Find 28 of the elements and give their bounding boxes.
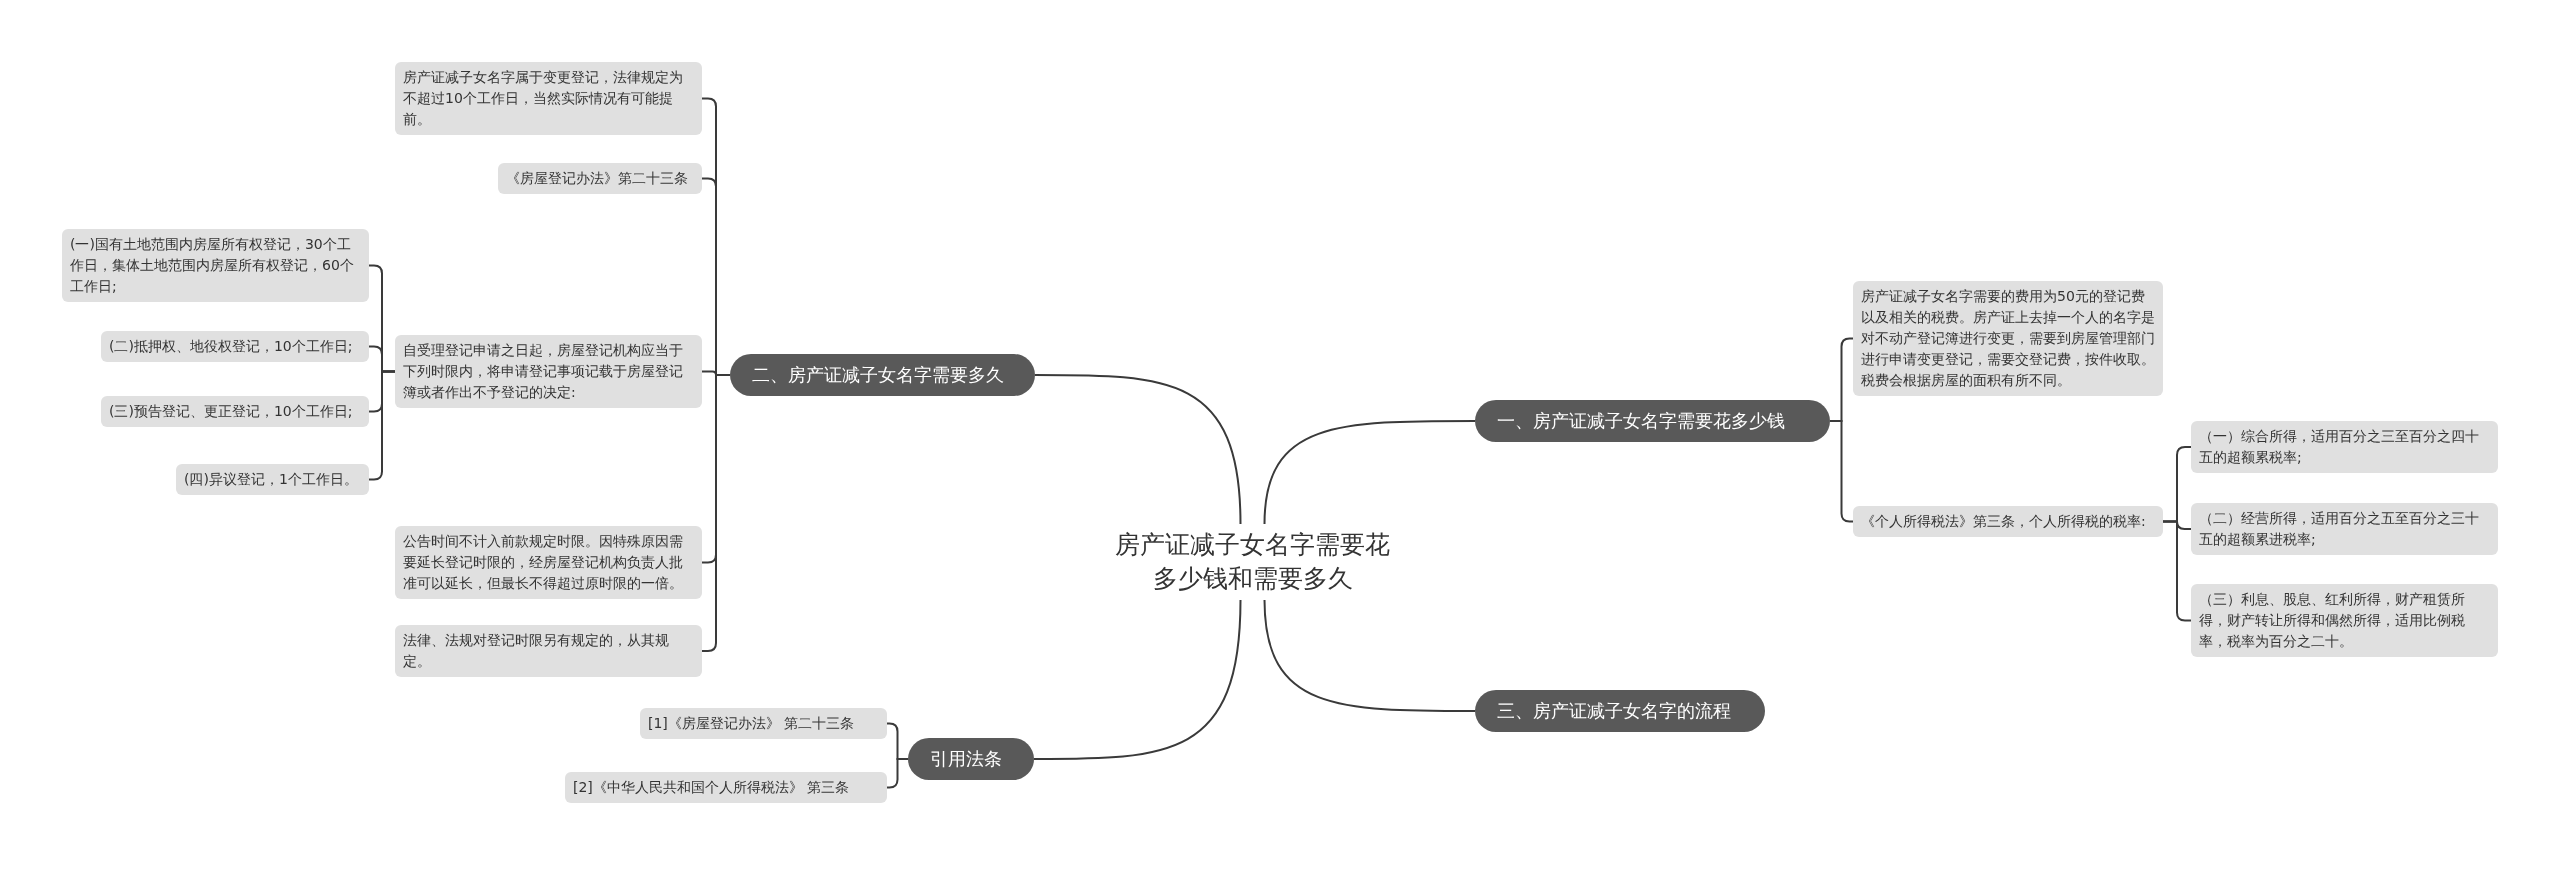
subtopic-node: （三）利息、股息、红利所得，财产租赁所得，财产转让所得和偶然所得，适用比例税率，税率为百分之二十。: [2191, 584, 2498, 657]
topic-node: 一、房产证减子女名字需要花多少钱: [1475, 400, 1830, 442]
central-topic: 房产证减子女名字需要花多少钱和需要多久: [1105, 528, 1400, 596]
subtopic-node: (一)国有土地范围内房屋所有权登记，30个工作日，集体土地范围内房屋所有权登记，60个工作日;: [62, 229, 369, 302]
subtopic-node: （一）综合所得，适用百分之三至百分之四十五的超额累税率;: [2191, 421, 2498, 473]
topic-node: 引用法条: [908, 738, 1034, 780]
subtopic-node: 法律、法规对登记时限另有规定的，从其规定。: [395, 625, 702, 677]
subtopic-node: 房产证减子女名字需要的费用为50元的登记费以及相关的税费。房产证上去掉一个人的名字是对不动产登记簿进行变更，需要到房屋管理部门进行申请变更登记，需要交登记费，按件收取。税费会根据房屋的面积有所不同。: [1853, 281, 2163, 396]
subtopic-node: (二)抵押权、地役权登记，10个工作日;: [101, 331, 369, 362]
subtopic-node: 房产证减子女名字属于变更登记，法律规定为不超过10个工作日，当然实际情况有可能提前。: [395, 62, 702, 135]
connector-line: [886, 758, 909, 789]
subtopic-node: (四)异议登记，1个工作日。: [176, 464, 369, 495]
subtopic-node: 自受理登记申请之日起，房屋登记机构应当于下列时限内，将申请登记事项记载于房屋登记簿或者作出不予登记的决定:: [395, 335, 702, 408]
topic-node: 二、房产证减子女名字需要多久: [730, 354, 1035, 396]
subtopic-node: [2]《中华人民共和国个人所得税法》 第三条: [565, 772, 887, 803]
connector-line: [701, 374, 731, 652]
subtopic-node: 《个人所得税法》第三条，个人所得税的税率:: [1853, 506, 2163, 537]
subtopic-node: 《房屋登记办法》第二十三条: [498, 163, 702, 194]
connector-line: [1263, 420, 1476, 525]
subtopic-node: [1]《房屋登记办法》 第二十三条: [640, 708, 887, 739]
connector-line: [1033, 599, 1242, 760]
subtopic-node: (三)预告登记、更正登记，10个工作日;: [101, 396, 369, 427]
connector-line: [1263, 599, 1476, 712]
subtopic-node: 公告时间不计入前款规定时限。因特殊原因需要延长登记时限的，经房屋登记机构负责人批准可以延长，但最长不得超过原时限的一倍。: [395, 526, 702, 599]
connector-line: [1034, 374, 1242, 525]
connector-line: [1829, 420, 1854, 523]
topic-node: 三、房产证减子女名字的流程: [1475, 690, 1765, 732]
subtopic-node: （二）经营所得，适用百分之五至百分之三十五的超额累进税率;: [2191, 503, 2498, 555]
